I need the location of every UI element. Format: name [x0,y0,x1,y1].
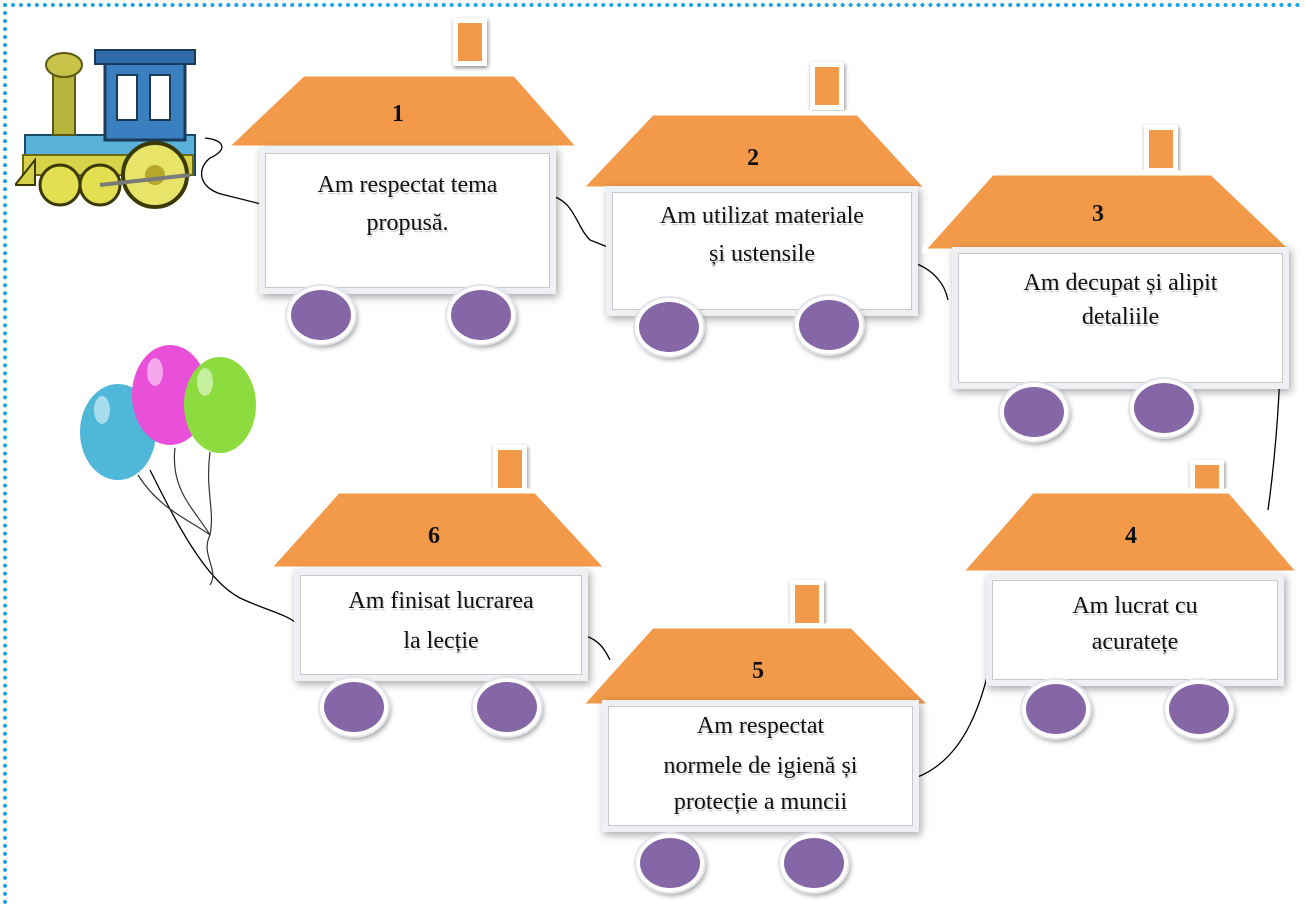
wagon-text-line1: Am decupat și alipit [1023,270,1218,296]
rope-loco-1 [201,137,266,206]
wagon-6: 6 Am finisat lucrarea la lecție [268,440,613,750]
wagon-1: 1 Am respectat tema propusă. [225,18,585,348]
balloons-icon [80,345,256,586]
wagon-text-line1: Am finisat lucrarea [348,588,534,614]
wheel-3b [1130,379,1198,437]
wagon-body-6: Am finisat lucrarea la lecție [300,575,582,675]
wagon-text-line2: la lecție [403,628,479,654]
wagon-text-line2: acuratețe [1091,629,1179,655]
wagon-body-4: Am lucrat cu acuratețe [992,580,1278,680]
wagon-body-2: Am utilizat materiale și ustensile [612,192,912,310]
rope-4-5 [914,637,996,779]
roof-6 [268,488,613,572]
dotted-frame [3,3,1301,905]
wagon-body-1: Am respectat tema propusă. [265,153,550,288]
wagon-body-3: Am decupat și alipit detaliile [958,253,1283,383]
wheel-1b [447,286,515,344]
wagon-number: 1 [392,101,404,127]
wagon-2: 2 Am utilizat materiale și ustensile [580,62,940,362]
wagon-4: 4 Am lucrat cu acuratețe [960,440,1305,740]
chimney-3 [1144,125,1178,173]
wagon-text-line1: Am respectat [696,713,825,739]
roof-3 [922,170,1301,254]
wagon-number: 4 [1125,523,1137,549]
wheel-2a [635,298,703,356]
roof-4 [960,488,1305,576]
chimney-1 [453,18,487,66]
wagon-number: 5 [752,658,764,684]
roof-5 [580,623,939,709]
wagon-5: 5 Am respectat normele de igienă și prot… [580,580,940,902]
wheel-2b [795,296,863,354]
wagon-text-line3: protecție a muncii [673,789,848,815]
wheel-1a [287,286,355,344]
wheel-5b [780,834,848,892]
wheel-5a [636,834,704,892]
chimney-6 [493,445,527,493]
wheel-4b [1165,680,1233,738]
wagon-text-line1: Am lucrat cu [1072,593,1198,619]
rope-5-6 [582,634,611,661]
wheel-4a [1022,680,1090,738]
roof-2 [580,110,934,192]
wagon-body-5: Am respectat normele de igienă și protec… [608,706,913,826]
wagon-number: 6 [428,523,440,549]
roof-1 [225,71,585,151]
wheel-3a [1000,383,1068,441]
wagon-3: 3 Am decupat și alipit detaliile [922,125,1302,455]
rope-1-2 [547,194,611,249]
locomotive-icon [15,49,196,209]
wagon-text-line2: detaliile [1081,304,1160,330]
wagon-text-line1: Am utilizat materiale [660,203,864,229]
rope-2-3 [911,261,949,301]
wagon-number: 3 [1092,201,1104,227]
wagon-text-line2: normele de igienă și [663,753,858,779]
wheel-6a [320,678,388,736]
wagon-text-line1: Am respectat tema [317,172,498,198]
chimney-2 [810,62,844,110]
wagon-text-line2: și ustensile [709,241,815,267]
wagon-text-line2: propusă. [366,210,449,236]
wheel-6b [473,678,541,736]
wagon-number: 2 [747,145,759,171]
